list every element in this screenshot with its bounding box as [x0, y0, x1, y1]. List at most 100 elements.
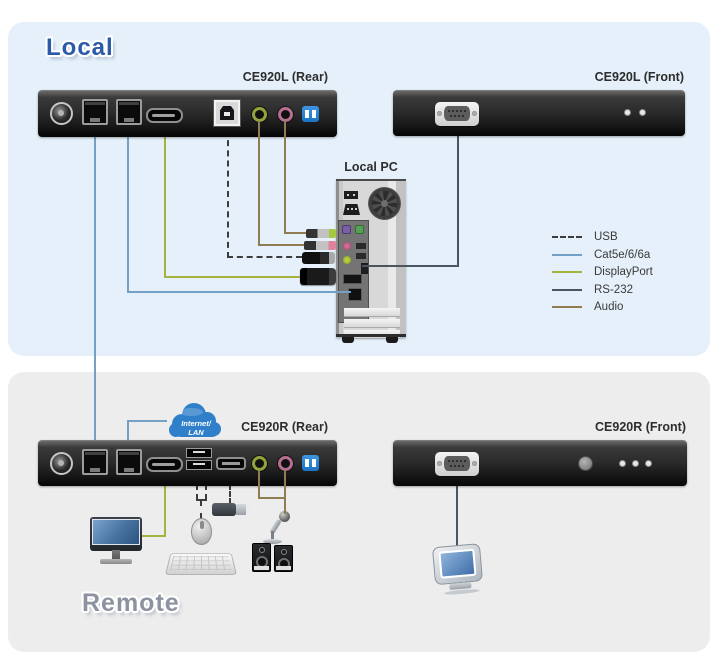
led-indicator: [625, 110, 630, 115]
legend-item-rs232: RS-232: [552, 284, 653, 296]
pc-lan-port-icon: [349, 289, 361, 300]
ce920l-rear-device: [38, 90, 337, 137]
ce920r-front-device: [393, 440, 687, 486]
led-indicator: [620, 461, 625, 466]
power-jack-icon: [50, 452, 73, 475]
ce920r-rear-device: [38, 440, 337, 486]
cat5e-lan-line-vertical: [127, 130, 129, 292]
usb-a-port-icon: [186, 460, 212, 470]
power-socket-icon: [344, 191, 358, 199]
dip-switch-icon: [302, 106, 319, 122]
audio-jack-pink-icon: [278, 107, 293, 122]
ps2-port-green-icon: [355, 225, 364, 234]
rj45-port1-icon: [82, 449, 108, 475]
microphone-icon: [263, 511, 291, 544]
legend-item-audio: Audio: [552, 301, 653, 313]
local-pc-tower-icon: [336, 179, 406, 343]
rs232-line-horizontal: [362, 265, 459, 267]
drive-bay: [344, 319, 400, 327]
legend-item-cat5e: Cat5e/6/6a: [552, 249, 653, 261]
led-indicator: [633, 461, 638, 466]
legend-label-usb: USB: [594, 231, 618, 243]
pc-audio-jack-pink-icon: [343, 242, 351, 250]
legend-item-displayport: DisplayPort: [552, 266, 653, 278]
db9-serial-port-icon: [435, 102, 479, 126]
ce920l-front-label: CE920L (Front): [594, 70, 684, 84]
legend-label-displayport: DisplayPort: [594, 266, 653, 278]
audio-line1-horizontal: [258, 244, 304, 246]
displayport-monitor-line-vertical: [164, 484, 166, 537]
legend-line-cat5e: [552, 253, 582, 256]
pc-bottom-strip: [336, 334, 406, 337]
monitor-stand-neck: [112, 550, 120, 560]
ce920l-rear-label: CE920L (Rear): [242, 70, 328, 84]
rj45-port1-icon: [82, 99, 108, 125]
pc-serial-port-icon: [361, 263, 368, 274]
remote-section-title: Remote: [82, 589, 180, 617]
pc-foot: [342, 337, 354, 343]
legend-item-usb: USB: [552, 231, 653, 243]
ps2-port-purple-icon: [342, 225, 351, 234]
operation-mode-button: [579, 457, 592, 470]
monitor-icon: [90, 517, 142, 564]
displayport-monitor-line-horizontal: [141, 535, 166, 537]
audio-remote-line-bridge: [258, 497, 286, 499]
rj45-port2-icon: [116, 449, 142, 475]
local-section-title: Local: [46, 34, 114, 61]
pc-port-slot-icon: [356, 243, 366, 249]
rj45-port2-icon: [116, 99, 142, 125]
usb-drive-icon: [212, 503, 250, 516]
cloud-label-line2: LAN: [188, 428, 204, 437]
pc-displayport-icon: [344, 275, 361, 283]
audio-line1-vertical: [258, 121, 260, 246]
audio-remote-line-right: [284, 470, 286, 514]
cat5e-cloud-line-vertical: [127, 421, 129, 447]
speakers-icon: [252, 543, 294, 574]
usb-line-horizontal: [227, 256, 302, 258]
cat5e-direct-link-line: [94, 130, 96, 447]
ce920l-front-device: [393, 90, 685, 136]
pc-foot: [386, 337, 398, 343]
usb-mouse-line: [200, 500, 202, 519]
usb-drive-line: [229, 484, 231, 504]
remote-section-background: [8, 372, 710, 652]
legend-line-usb: [552, 236, 582, 238]
pc-audio-jack-lime-icon: [343, 256, 351, 264]
local-pc-label: Local PC: [344, 160, 398, 174]
led-indicator: [646, 461, 651, 466]
usb-line-vertical: [227, 130, 229, 258]
displayport-plug-icon: [300, 268, 336, 285]
monitor-stand-base: [100, 559, 132, 564]
usb-a-port-icon: [186, 448, 212, 458]
touch-panel-icon: [431, 543, 488, 597]
mouse-icon: [191, 518, 212, 545]
audio-plug-pink-icon: [304, 241, 336, 250]
legend-label-rs232: RS-232: [594, 283, 633, 296]
ce920r-front-label: CE920R (Front): [595, 420, 686, 434]
legend-line-audio: [552, 306, 582, 308]
rs232-line-vertical: [457, 125, 459, 267]
internet-lan-cloud-icon: Internet/ LAN: [169, 403, 221, 437]
legend: USB Cat5e/6/6a DisplayPort RS-232 Audio: [552, 231, 653, 319]
displayport-line-horizontal: [164, 276, 300, 278]
usb-port-icon: [216, 457, 246, 470]
keyboard-icon: [165, 553, 237, 575]
rs232-remote-line: [456, 475, 458, 546]
audio-remote-line-left: [258, 470, 260, 499]
pc-port-slot-icon: [356, 253, 366, 259]
usb-kb-line-left: [196, 484, 198, 500]
cat5e-cloud-line-horizontal: [127, 420, 167, 422]
legend-line-rs232: [552, 288, 582, 291]
power-jack-icon: [50, 102, 73, 125]
audio-plug-green-icon: [306, 229, 336, 238]
drive-bay: [344, 308, 400, 316]
usb-kb-line-right: [205, 484, 207, 500]
audio-line2-vertical: [284, 121, 286, 234]
audio-jack-green-icon: [252, 107, 267, 122]
legend-label-cat5e: Cat5e/6/6a: [594, 248, 651, 261]
audio-jack-green-icon: [252, 456, 267, 471]
legend-label-audio: Audio: [594, 301, 624, 313]
cloud-label-line1: Internet/: [181, 419, 212, 428]
led-indicator: [640, 110, 645, 115]
